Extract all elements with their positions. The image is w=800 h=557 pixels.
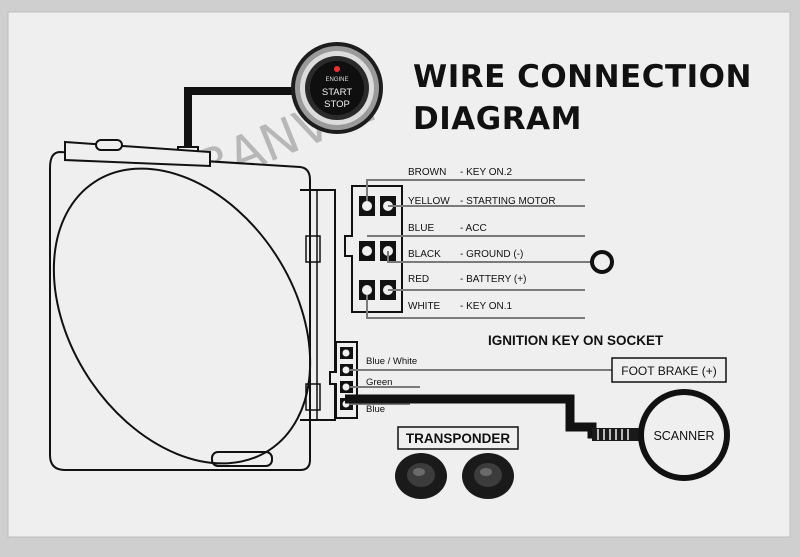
scanner-ring: [638, 389, 730, 481]
wire-color-brown: BROWN: [408, 167, 446, 178]
ignition-wire-blue: Blue: [366, 404, 385, 415]
wire-color-yellow: YELLOW: [408, 196, 450, 207]
main-connector-6pin: [344, 185, 403, 313]
ignition-section-heading: IGNITION KEY ON SOCKET: [488, 333, 664, 348]
wire-function-yellow: - STARTING MOTOR: [460, 196, 556, 207]
button-text-start: START: [322, 87, 352, 98]
ground-ring-terminal: [590, 250, 614, 274]
wire-function-brown: - KEY ON.2: [460, 167, 512, 178]
ignition-wire-green: Green: [366, 377, 392, 388]
wire-function-red: - BATTERY (+): [460, 274, 526, 285]
wire-color-black: BLACK: [408, 249, 441, 260]
wire-function-white: - KEY ON.1: [460, 301, 512, 312]
wire-function-black: - GROUND (-): [460, 249, 523, 260]
ignition-wire-lines: [350, 369, 612, 405]
wire-color-blue: BLUE: [408, 223, 434, 234]
scanner-label: SCANNER: [653, 429, 714, 443]
control-module: [49, 139, 336, 471]
transponder-box: [397, 426, 519, 450]
engine-start-stop-button: ENGINE START STOP: [291, 42, 383, 134]
foot-brake-label: FOOT BRAKE (+): [621, 364, 716, 378]
ignition-wire-blue-white: Blue / White: [366, 356, 417, 367]
wire-color-red: RED: [408, 274, 429, 285]
module-face-oval: [52, 167, 312, 465]
title-line-1: WIRE CONNECTION: [413, 59, 752, 95]
wire-color-white: WHITE: [408, 301, 441, 312]
transponder-key-left: [395, 453, 447, 499]
start-button-cable: [184, 87, 300, 152]
button-text-engine: ENGINE: [325, 77, 348, 83]
indicator-light: [334, 66, 340, 72]
main-wire-lines: [366, 179, 590, 319]
mounting-tab-top: [95, 139, 123, 151]
transponder-key-right: [462, 453, 514, 499]
transponder-label: TRANSPONDER: [406, 431, 511, 446]
title-line-2: DIAGRAM: [413, 101, 582, 137]
button-text-stop: STOP: [324, 99, 350, 110]
foot-brake-box: [611, 357, 727, 383]
wire-function-blue: - ACC: [460, 223, 487, 234]
